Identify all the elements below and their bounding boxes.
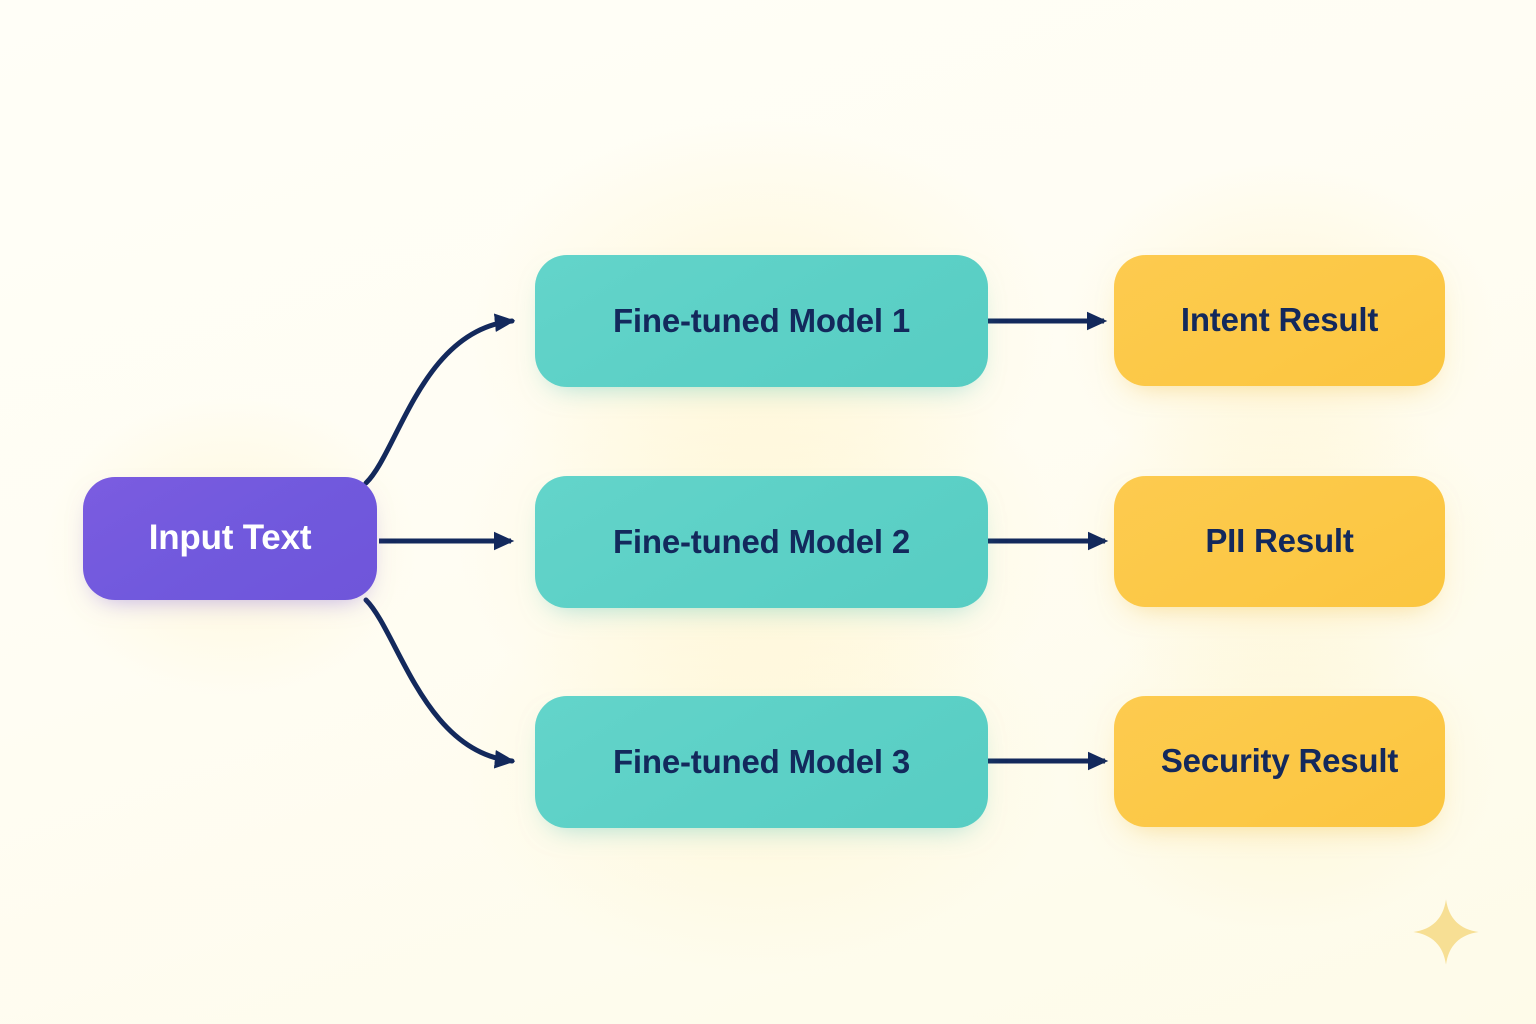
node-intent-result[interactable]: Intent Result (1114, 255, 1445, 386)
sparkle-icon (1413, 899, 1479, 965)
node-intent-result-label: Intent Result (1180, 301, 1379, 339)
edge-input-to-model-3 (363, 597, 516, 769)
edge-input-to-model-1 (363, 313, 516, 486)
node-fine-tuned-model-2[interactable]: Fine-tuned Model 2 (535, 476, 988, 608)
node-security-result[interactable]: Security Result (1114, 696, 1445, 827)
node-fine-tuned-model-3[interactable]: Fine-tuned Model 3 (535, 696, 988, 828)
node-fine-tuned-model-3-label: Fine-tuned Model 3 (612, 742, 911, 780)
node-fine-tuned-model-1-label: Fine-tuned Model 1 (612, 301, 911, 339)
node-fine-tuned-model-2-label: Fine-tuned Model 2 (612, 522, 911, 560)
node-pii-result-label: PII Result (1205, 522, 1354, 560)
node-pii-result[interactable]: PII Result (1114, 476, 1445, 607)
node-input-text[interactable]: Input Text (83, 477, 377, 600)
node-input-text-label: Input Text (148, 518, 312, 558)
node-fine-tuned-model-1[interactable]: Fine-tuned Model 1 (535, 255, 988, 387)
node-security-result-label: Security Result (1160, 742, 1399, 780)
